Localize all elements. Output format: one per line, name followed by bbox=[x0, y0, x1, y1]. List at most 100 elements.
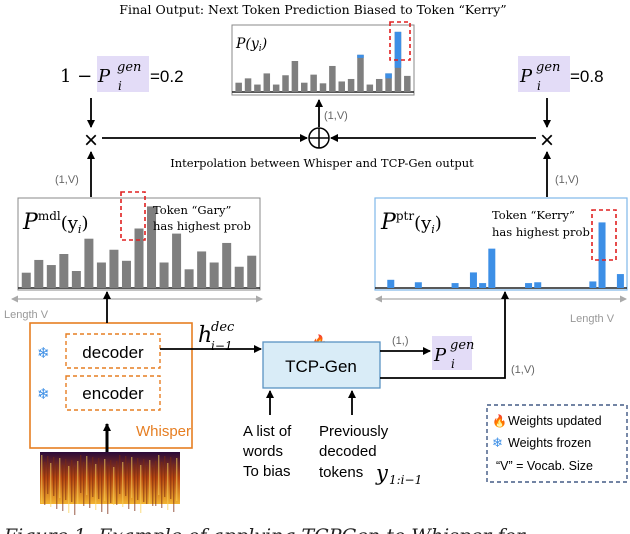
ptr-note-line2: has highest prob bbox=[492, 225, 590, 239]
left-weight-label: 1 − P gen i =0.2 bbox=[60, 56, 184, 93]
interpolation-label: Interpolation between Whisper and TCP-Ge… bbox=[170, 156, 474, 170]
dim-label-pgen: (1,) bbox=[392, 335, 409, 347]
chart-bar bbox=[385, 73, 392, 92]
chart-bar bbox=[310, 74, 317, 92]
svg-text:dec: dec bbox=[211, 320, 235, 335]
spectrogram-stripe bbox=[110, 460, 112, 503]
spectrogram-stripe bbox=[140, 465, 142, 513]
chart-bar bbox=[589, 281, 597, 288]
chart-bar bbox=[222, 242, 232, 288]
spectrogram-stripe bbox=[137, 458, 139, 500]
spectrogram-stripe bbox=[164, 456, 166, 497]
final-output-chart: P(yi) bbox=[231, 21, 415, 96]
spectrogram-stripe bbox=[146, 466, 148, 504]
h-dec-label: h dec i−1 bbox=[198, 320, 235, 353]
mdl-highlight-box bbox=[120, 191, 146, 241]
svg-text:A list of: A list of bbox=[243, 423, 292, 440]
ptr-chart-bars bbox=[387, 222, 624, 288]
chart-bar bbox=[263, 73, 271, 92]
right-weight-label: P gen i =0.8 bbox=[518, 56, 604, 93]
spectrogram-stripe bbox=[131, 457, 133, 498]
spectrogram-stripe bbox=[128, 463, 130, 509]
chart-bar bbox=[244, 78, 252, 92]
tcpgen-label: TCP-Gen bbox=[285, 357, 357, 376]
chart-bar bbox=[357, 54, 364, 92]
svg-text:y: y bbox=[375, 461, 389, 485]
chart-bar bbox=[59, 254, 69, 288]
chart-bar bbox=[338, 81, 345, 92]
chart-bar bbox=[247, 255, 257, 288]
chart-bar bbox=[147, 206, 157, 288]
spectrogram-stripe bbox=[152, 467, 154, 506]
ptr-chart: Pptr(yi) Token “Kerry” has highest prob bbox=[374, 197, 628, 291]
spectrogram-stripe bbox=[107, 466, 109, 514]
chart-bar-bias bbox=[357, 54, 364, 58]
chart-bar bbox=[479, 283, 487, 288]
arrow-tcpgen-to-ptr bbox=[380, 291, 509, 379]
chart-bar bbox=[414, 282, 422, 288]
legend-flame-icon: 🔥 bbox=[492, 414, 507, 428]
chart-bar bbox=[291, 61, 299, 92]
chart-bar bbox=[319, 83, 327, 92]
chart-bar bbox=[96, 262, 106, 288]
svg-text:i: i bbox=[118, 79, 122, 93]
svg-text:To bias: To bias bbox=[243, 463, 291, 480]
figure-caption: Figure 1: Example of applying TCPGen to … bbox=[3, 525, 527, 534]
whisper-label: Whisper bbox=[136, 423, 191, 440]
chart-bar bbox=[197, 251, 207, 288]
svg-text:1:i−1: 1:i−1 bbox=[389, 473, 422, 487]
mdl-chart-bars bbox=[21, 206, 257, 288]
spectrogram-stripe bbox=[56, 464, 58, 509]
spectrogram-stripe bbox=[80, 455, 82, 493]
svg-text:1 − P: 1 − P bbox=[60, 66, 111, 87]
spectrogram-stripe bbox=[44, 462, 46, 505]
chart-bar bbox=[616, 274, 624, 288]
spectrogram-stripe bbox=[134, 464, 136, 511]
spectrogram-stripe bbox=[50, 463, 52, 507]
spectrogram-stripe bbox=[122, 462, 124, 507]
chart-bar bbox=[375, 78, 383, 92]
chart-bar bbox=[34, 259, 44, 288]
final-chart-bars bbox=[235, 31, 411, 92]
spectrogram-stripe bbox=[104, 459, 106, 501]
ptr-note-line1: Token “Kerry” bbox=[492, 208, 575, 222]
spectrogram-stripe bbox=[176, 458, 178, 501]
snowflake-icon-encoder: ❄ bbox=[37, 386, 50, 403]
spectrogram-stripe bbox=[101, 465, 103, 512]
chart-bar bbox=[172, 233, 182, 288]
spectrogram-stripe bbox=[167, 463, 169, 510]
svg-text:tokens: tokens bbox=[319, 464, 363, 481]
svg-text:i: i bbox=[537, 79, 541, 93]
dim-label-ptr: (1,V) bbox=[555, 174, 579, 186]
ptr-highlight-box bbox=[591, 209, 617, 261]
spectrogram-stripe bbox=[161, 462, 163, 508]
svg-text:P: P bbox=[519, 66, 533, 87]
spectrogram-stripe bbox=[116, 461, 118, 505]
svg-text:h: h bbox=[198, 323, 212, 348]
svg-text:i−1: i−1 bbox=[211, 339, 233, 353]
spectrogram-image bbox=[40, 423, 180, 515]
chart-bar bbox=[159, 262, 169, 288]
mdl-chart: Pmdl(yi) Token “Gary” has highest prob bbox=[17, 191, 261, 291]
dim-label-plus-out: (1,V) bbox=[324, 110, 348, 122]
chart-bar-bias bbox=[394, 31, 402, 68]
svg-text:gen: gen bbox=[536, 60, 560, 75]
left-multiply-icon: × bbox=[84, 127, 98, 154]
chart-bar bbox=[525, 283, 533, 288]
chart-bar bbox=[366, 84, 374, 92]
previous-tokens-text: Previously decoded tokens y 1:i−1 bbox=[319, 423, 422, 487]
final-highlight-box bbox=[389, 21, 411, 61]
snowflake-icon-decoder: ❄ bbox=[37, 345, 50, 362]
svg-text:P: P bbox=[433, 345, 447, 366]
spectrogram-stripe bbox=[119, 455, 121, 494]
chart-bar bbox=[598, 222, 606, 288]
mdl-note-line2: has highest prob bbox=[153, 219, 251, 233]
words-to-bias-text: A list of words To bias bbox=[242, 423, 292, 480]
spectrogram-stripe bbox=[155, 461, 157, 506]
legend-frozen: Weights frozen bbox=[508, 436, 591, 450]
spectrogram-stripe bbox=[92, 457, 94, 497]
svg-text:=0.8: =0.8 bbox=[570, 67, 604, 86]
chart-bar bbox=[134, 228, 144, 288]
spectrogram-stripe bbox=[158, 455, 160, 495]
